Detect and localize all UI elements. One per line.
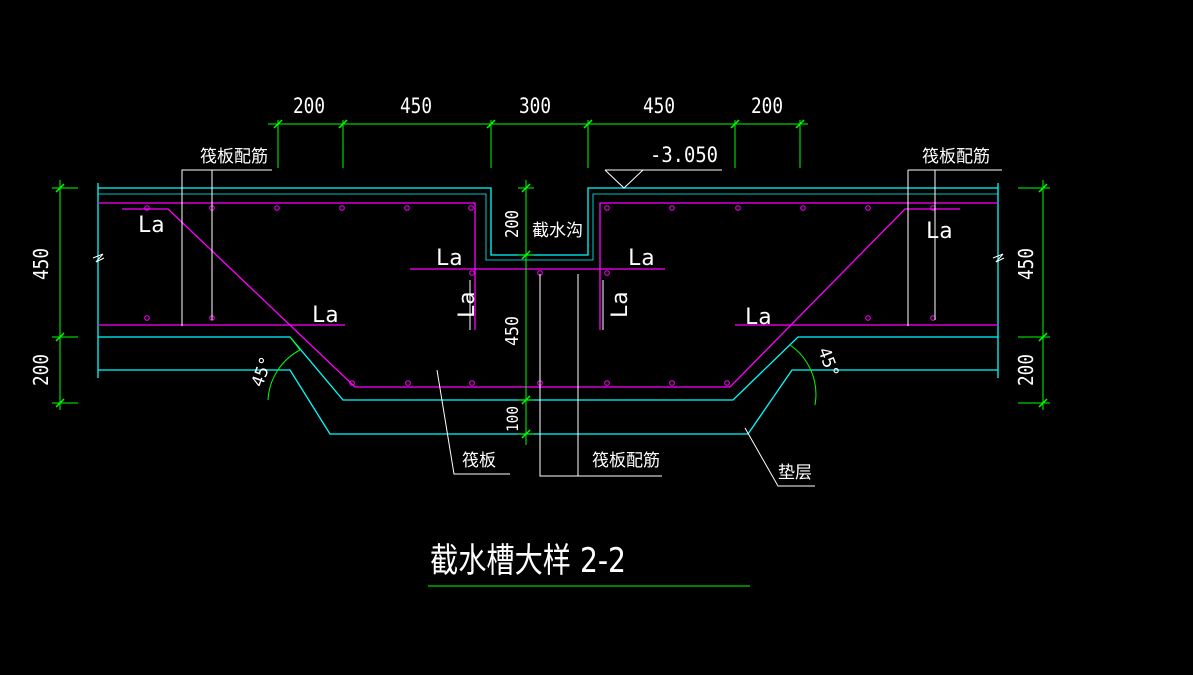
dim-ditch-depth: 200 — [502, 210, 523, 238]
raft-rebar-label-right: 筏板配筋 — [922, 147, 990, 167]
trough-rebar — [122, 208, 960, 388]
slab-top-left — [98, 187, 998, 256]
elevation-text: -3.050 — [650, 143, 718, 167]
dimension-lines — [52, 119, 1050, 587]
la-label: La — [138, 213, 165, 238]
slab-top-left-2 — [98, 193, 998, 261]
rebar — [98, 202, 998, 388]
dim-left-lower: 200 — [29, 354, 53, 386]
dimension-texts: 200 450 300 450 200 450 200 450 200 200 … — [29, 94, 1038, 432]
top-rebar-left — [98, 202, 476, 330]
dim-left-upper: 450 — [29, 248, 53, 280]
cushion-bottom — [98, 369, 998, 435]
dim-top-5: 200 — [751, 94, 783, 118]
top-rebar-right — [599, 202, 998, 330]
concrete-outline — [97, 183, 999, 435]
raft-label: 筏板 — [462, 451, 496, 471]
la-label: La — [455, 292, 480, 319]
la-label: La — [926, 219, 953, 244]
la-label: La — [628, 246, 655, 271]
dim-right-lower: 200 — [1014, 354, 1038, 386]
dim-top-4: 450 — [643, 94, 675, 118]
chinese-labels: 筏板配筋 筏板配筋 筏板配筋 截水沟 筏板 垫层 截水槽大样 2-2 — [200, 147, 990, 581]
ditch-label: 截水沟 — [532, 221, 583, 241]
angle-label-left: 45° — [248, 354, 277, 390]
dim-trough-depth: 450 — [502, 316, 523, 346]
la-label: La — [608, 292, 633, 319]
raft-rebar-label-left: 筏板配筋 — [200, 147, 268, 167]
dim-top-3: 300 — [519, 94, 551, 118]
la-label: La — [436, 246, 463, 271]
dim-right-upper: 450 — [1014, 248, 1038, 280]
angle-arc-left — [267, 349, 301, 401]
rebar-dots — [144, 205, 936, 386]
anchorage-labels: La La La La La La La La — [138, 213, 953, 330]
raft-bottom — [98, 336, 998, 401]
leader-lines — [181, 169, 1002, 487]
drawing-title: 截水槽大样 2-2 — [430, 541, 626, 581]
break-mark-right — [992, 253, 1005, 263]
break-mark-left — [92, 253, 105, 263]
dim-top-2: 450 — [400, 94, 432, 118]
raft-rebar-label-bottom: 筏板配筋 — [592, 451, 660, 471]
cushion-label: 垫层 — [778, 463, 812, 483]
la-label: La — [745, 305, 772, 330]
angle-labels: 45° 45° — [248, 345, 843, 390]
break-marks — [92, 253, 1005, 263]
la-label: La — [312, 303, 339, 328]
dim-top-1: 200 — [293, 94, 325, 118]
angle-arc-right — [789, 344, 817, 406]
dim-cushion: 100 — [503, 406, 522, 432]
elevation-mark — [604, 169, 644, 189]
angle-label-right: 45° — [813, 345, 842, 381]
